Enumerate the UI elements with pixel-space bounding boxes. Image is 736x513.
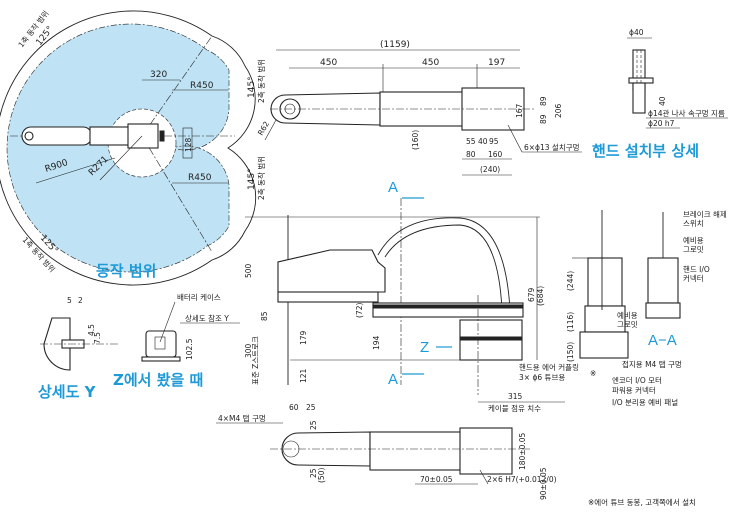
title-hand-detail: 핸드 설치부 상세 bbox=[592, 142, 699, 160]
dim-55: 55 bbox=[466, 137, 476, 146]
cable-dim-label: 케이블 점유 치수 bbox=[488, 403, 541, 413]
dim-25-b: 25 bbox=[309, 468, 318, 478]
air-coupling-label-1: 핸드용 에어 커플링 bbox=[519, 362, 579, 372]
dim-90: 90±0.05 bbox=[539, 467, 548, 500]
title-section-aa: A−A bbox=[648, 332, 677, 349]
brake-switch-label-1: 브레이크 해제 bbox=[683, 209, 727, 219]
z-stroke-label: 표준 Z스트로크 bbox=[251, 336, 260, 385]
dim-194: 194 bbox=[372, 335, 381, 350]
side-view-diagram: A A Z 500 85 (72) 300 표준 Z스트로크 179 121 1… bbox=[244, 179, 596, 413]
dim-240: (240) bbox=[480, 165, 500, 174]
axis2-angle-top: 145° bbox=[247, 76, 257, 98]
note-mark: ※ bbox=[590, 369, 596, 378]
spare-grommet-label-1: 예비용 bbox=[617, 310, 638, 320]
hand-io-label-2: 커넥터 bbox=[683, 273, 704, 283]
dim-180: 180±0.05 bbox=[518, 432, 527, 470]
dim-40: 40 bbox=[478, 137, 488, 146]
section-aa-diagram: (244) (116) (150) 브레이크 해제 스위치 예비용 그로밋 핸드… bbox=[566, 209, 727, 407]
ground-tap-label: 접지용 M4 탭 구멍 bbox=[622, 359, 682, 369]
dim-244: (244) bbox=[566, 271, 575, 291]
mount-holes-label: 6×ϕ13 설치구멍 bbox=[524, 142, 580, 152]
z-view-mark: Z bbox=[420, 339, 429, 356]
footnote: ※에어 튜브 동봉, 고객쪽에서 설치 bbox=[588, 497, 696, 507]
brake-switch-label-2: 스위치 bbox=[683, 219, 704, 228]
bottom-view-diagram: 4×M4 탭 구멍 60 25 25 25 (50) 70±0.05 2×6 H… bbox=[216, 403, 696, 507]
dim-160: 160 bbox=[488, 150, 503, 159]
dim-25-top: 25 bbox=[306, 403, 316, 412]
encoder-label-2: 파워용 커넥터 bbox=[612, 385, 656, 395]
dim-r62: R62 bbox=[256, 120, 271, 137]
dim-320: 320 bbox=[150, 70, 167, 80]
dim-85: 85 bbox=[260, 311, 269, 321]
top-view-diagram: (1159) 450 450 197 R62 (160) 55 40 95 80… bbox=[256, 40, 582, 176]
dim-121: 121 bbox=[299, 368, 308, 383]
dim-89-bottom: 89 bbox=[539, 114, 548, 124]
dim-89-top: 89 bbox=[539, 96, 548, 106]
tap-holes-label: 4×M4 탭 구멍 bbox=[218, 413, 266, 423]
dim-679: 679 bbox=[527, 287, 536, 302]
grommet-label-2: 그로밋 bbox=[683, 244, 704, 254]
dim-r450-bottom: R450 bbox=[188, 173, 212, 183]
detail-ref-label: 상세도 참조 Y bbox=[185, 313, 229, 323]
dim-70: 70±0.05 bbox=[420, 475, 453, 484]
dim-overall-1159: (1159) bbox=[380, 40, 410, 50]
title-view-z: Z에서 봤을 때 bbox=[113, 371, 203, 389]
view-from-z-diagram: 배터리 케이스 상세도 참조 Y 102.5 Z에서 봤을 때 bbox=[113, 292, 240, 389]
dim-684: (684) bbox=[536, 286, 545, 306]
dim-179: 179 bbox=[299, 330, 308, 345]
hand-hole-label: ϕ14관 나사 속구멍 지름 bbox=[648, 108, 725, 118]
axis2-angle-bottom: 145° bbox=[247, 168, 257, 190]
dim-128: 128 bbox=[184, 137, 193, 152]
dim-315: 315 bbox=[508, 392, 523, 401]
hand-io-label-1: 핸드 I/O bbox=[683, 264, 710, 274]
section-mark-a-bottom: A bbox=[388, 371, 398, 388]
work-range-diagram: 320 R450 R450 R900 R271 128 1축 동작 범위 125… bbox=[0, 8, 266, 286]
dim-300: 300 bbox=[244, 343, 253, 358]
dim-60: 60 bbox=[289, 403, 299, 412]
dim-phi40: ϕ40 bbox=[629, 28, 644, 37]
encoder-label-1: 엔코더 I/O 모터 bbox=[612, 375, 662, 385]
dim-r450-top: R450 bbox=[190, 81, 214, 91]
title-detail-y: 상세도 Y bbox=[38, 383, 97, 401]
pin-hole-label: 2×6 H7(+0.012/0) bbox=[487, 475, 557, 484]
spare-grommet-label-2: 그로밋 bbox=[617, 319, 638, 329]
dim-arm2-450: 450 bbox=[422, 58, 439, 68]
dim-80: 80 bbox=[466, 150, 476, 159]
dim-160-paren: (160) bbox=[411, 130, 420, 150]
dim-tail-197: 197 bbox=[488, 58, 505, 68]
outer-range-boundary bbox=[0, 10, 257, 286]
dim-4-5: 4.5 bbox=[87, 324, 96, 336]
dim-116: (116) bbox=[566, 312, 575, 332]
io-panel-label: I/O 분리용 예비 패널 bbox=[612, 397, 678, 407]
dim-206: 206 bbox=[554, 103, 563, 118]
battery-case-label: 배터리 케이스 bbox=[177, 292, 221, 302]
dim-167: 167 bbox=[515, 103, 524, 118]
dim-arm1-450: 450 bbox=[320, 58, 337, 68]
dim-7-5: 7.5 bbox=[93, 332, 102, 344]
dim-500: 500 bbox=[244, 263, 253, 278]
dim-102-5: 102.5 bbox=[185, 338, 194, 360]
dim-25-a: 25 bbox=[309, 420, 318, 430]
dim-50: (50) bbox=[317, 468, 326, 483]
grommet-label-1: 예비용 bbox=[683, 235, 704, 245]
title-work-range: 동작 범위 bbox=[96, 262, 156, 280]
shaft-label: ϕ20 h7 bbox=[648, 119, 675, 128]
dim-72: (72) bbox=[355, 303, 364, 318]
dim-150: (150) bbox=[566, 342, 575, 362]
axis2-range-bottom-label: 2축 동작 범위 bbox=[256, 156, 266, 200]
axis2-range-top-label: 2축 동작 범위 bbox=[256, 59, 266, 103]
section-mark-a-top: A bbox=[388, 179, 398, 196]
dim-95: 95 bbox=[489, 137, 499, 146]
hand-detail-diagram: ϕ40 40 ϕ14관 나사 속구멍 지름 ϕ20 h7 핸드 설치부 상세 bbox=[592, 28, 728, 160]
dim-5: 5 bbox=[67, 296, 72, 305]
detail-y-diagram: 5 2 4.5 7.5 상세도 Y bbox=[38, 296, 118, 401]
dim-2: 2 bbox=[78, 296, 83, 305]
dim-len40: 40 bbox=[658, 96, 667, 106]
air-coupling-label-2: 3× ϕ6 튜브용 bbox=[519, 373, 565, 382]
